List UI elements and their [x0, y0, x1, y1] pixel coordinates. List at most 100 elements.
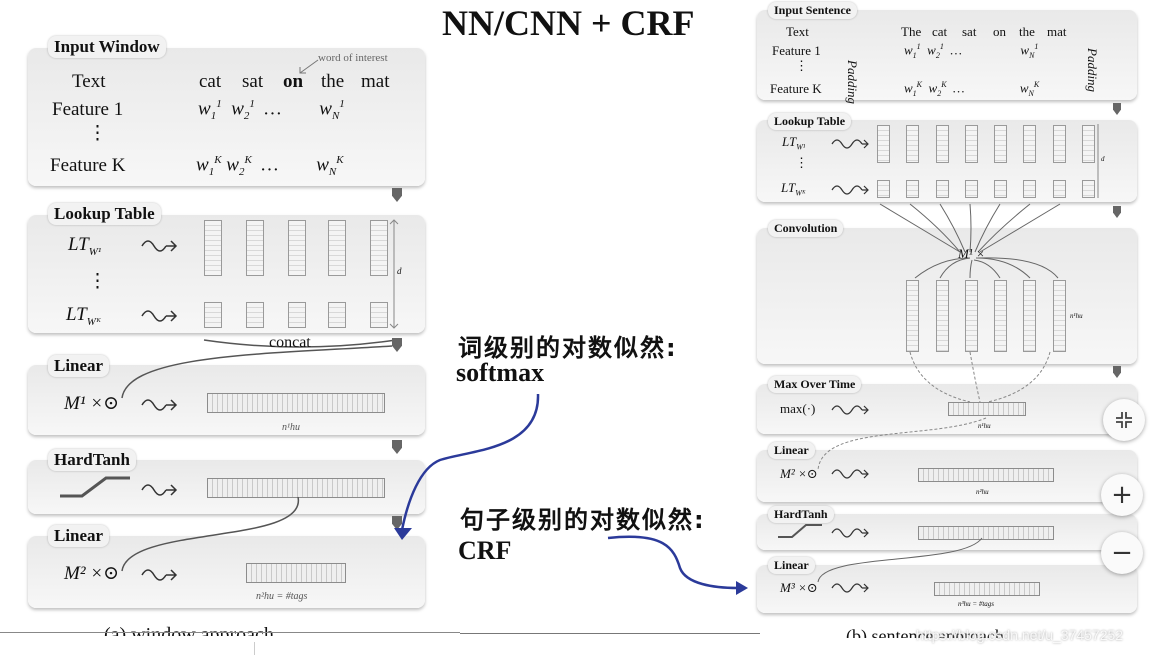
convolution-tag: Convolution [768, 220, 844, 237]
linear-2-input-curve [817, 417, 987, 471]
input-sentence-panel [757, 10, 1137, 100]
divider [0, 632, 460, 633]
page-title: NN/CNN + CRF [442, 3, 695, 43]
word-cat: cat [932, 24, 948, 39]
linear-1-output [207, 393, 385, 413]
hardtanh-tag: HardTanh [768, 506, 834, 523]
feature-k-label: Feature K [50, 155, 126, 176]
linear-2-matrix: M² ×⊙ [64, 563, 120, 584]
down-arrow-icon [1113, 103, 1121, 115]
squiggle-arrow-icon [831, 469, 869, 479]
sentence-level-label: 句子级别的对数似然: [460, 506, 706, 534]
watermark: https://blog.csdn.net/u_37457252 [916, 627, 1124, 643]
lookup-vector [328, 220, 346, 276]
linear-3-tag: Linear [768, 557, 815, 574]
conv-vector [1023, 280, 1036, 352]
vdots-lookup: ⋮ [88, 271, 107, 292]
word-cat: cat [199, 71, 222, 92]
lt-wk-label: LTWᴷ [66, 304, 102, 328]
convolution-connections [879, 203, 1061, 279]
linear-3-matrix: M³ ×⊙ [780, 580, 818, 595]
conv-vector [906, 280, 919, 352]
squiggle-arrow-icon [831, 405, 869, 415]
squiggle-arrow-icon [831, 139, 869, 149]
word-sat: sat [962, 24, 977, 39]
lt-wk-label: LTWᴷ [781, 180, 806, 198]
feature-1-values: w11 w21 … wN1 [904, 42, 1039, 60]
lt-w1-label: LTW¹ [782, 134, 806, 152]
vdots: ⋮ [88, 123, 107, 144]
conv-size: n¹hu [1070, 312, 1083, 320]
lookup-vector [204, 220, 222, 276]
zoom-in-button[interactable]: + [1101, 474, 1143, 516]
feature-1-values: w11 w21 … wN1 [198, 98, 345, 123]
linear-2-input-curve [121, 496, 299, 572]
lookup-vector [936, 180, 949, 198]
word-the: the [321, 71, 345, 92]
linear-2-output [918, 468, 1054, 482]
lookup-vector [204, 302, 222, 328]
feature-1-label: Feature 1 [772, 43, 821, 58]
squiggle-arrow-icon [141, 569, 178, 581]
squiggle-arrow-icon [831, 583, 869, 593]
down-arrow-icon [392, 516, 402, 530]
linear-1-input-curve [121, 345, 393, 399]
padding-left: Padding [845, 60, 860, 105]
lookup-vector [1023, 125, 1036, 163]
crf-arrow [607, 535, 748, 595]
conv-vector [936, 280, 949, 352]
linear-2-panel [28, 536, 425, 608]
word-level-label: 词级别的对数似然: [458, 334, 678, 362]
linear-3-size: n³hu = #tags [958, 600, 994, 608]
linear-2-tag: Linear [48, 525, 110, 547]
lookup-vector [936, 125, 949, 163]
d-label: d [1101, 155, 1105, 163]
linear-2-matrix: M² ×⊙ [780, 466, 818, 481]
dimension-bracket [389, 219, 399, 329]
lt-w1-label: LTW¹ [68, 234, 102, 258]
lookup-vector [1082, 180, 1095, 198]
padding-right: Padding [1085, 48, 1100, 93]
divider [460, 633, 760, 634]
linear-3-output [934, 582, 1040, 596]
lookup-vector [246, 220, 264, 276]
zoom-out-button[interactable]: − [1101, 532, 1143, 574]
lookup-vector [1053, 125, 1066, 163]
down-arrow-icon [392, 188, 402, 202]
max-size: n¹hu [978, 422, 991, 430]
text-label: Text [786, 24, 809, 39]
squiggle-arrow-icon [831, 185, 869, 195]
hardtanh-icon [778, 524, 822, 538]
squiggle-arrow-icon [141, 310, 178, 322]
lookup-vector [1053, 180, 1066, 198]
lookup-vector [1082, 125, 1095, 163]
hardtanh-icon [60, 476, 130, 498]
squiggle-arrow-icon [831, 528, 869, 538]
lookup-vector [994, 125, 1007, 163]
feature-k-values: w1K w2K … wNK [904, 80, 1040, 98]
concat-curve [203, 339, 397, 348]
collapse-button[interactable] [1103, 399, 1145, 441]
lookup-vector [965, 180, 978, 198]
squiggle-arrow-icon [141, 240, 178, 252]
down-arrow-icon [392, 440, 402, 454]
hardtanh-output [207, 478, 385, 498]
squiggle-arrow-icon [141, 399, 178, 411]
dimension-bracket [1097, 124, 1099, 198]
feature-1-label: Feature 1 [52, 99, 124, 120]
convolution-matrix: M¹ × [958, 246, 985, 261]
concat-label: concat [269, 334, 311, 351]
d-label: d [397, 266, 402, 276]
pointer-arrow-icon [299, 59, 319, 74]
hardtanh-tag: HardTanh [48, 449, 136, 471]
softmax-label: softmax [456, 358, 545, 387]
feature-k-label: Feature K [770, 81, 822, 96]
lookup-vector [965, 125, 978, 163]
lookup-vector [288, 302, 306, 328]
max-connections [909, 351, 1051, 403]
linear-2-size: n²hu [976, 488, 989, 496]
word-mat: mat [1047, 24, 1067, 39]
lookup-vector [994, 180, 1007, 198]
text-label: Text [72, 71, 106, 92]
lookup-vector [370, 302, 388, 328]
